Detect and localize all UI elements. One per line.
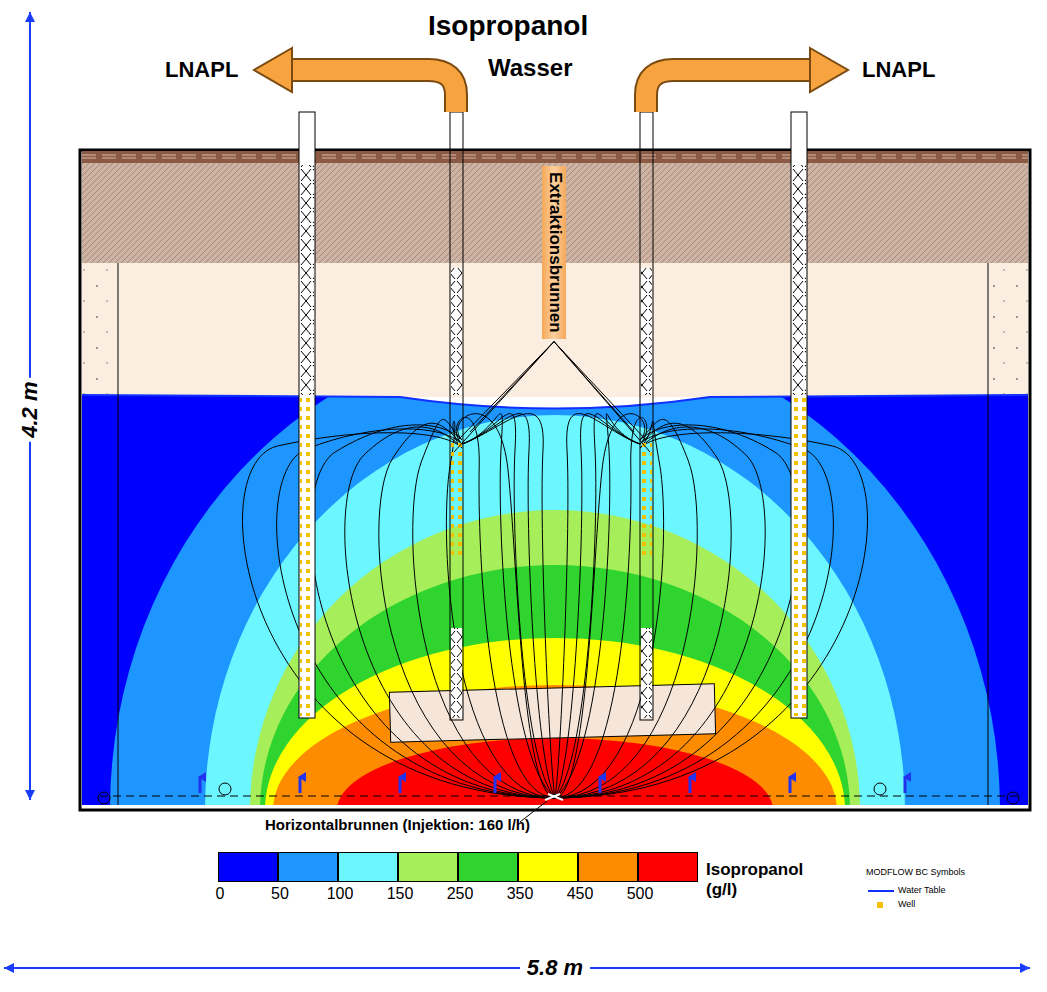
legend-text: Water Table [898,885,946,895]
colorbar-value: 250 [447,885,474,903]
clay-lens [389,684,715,742]
lnapl-well [299,112,315,718]
label: Horizontalbrunnen (Injektion: 160 l/h) [265,816,530,833]
colorbar-swatch [338,852,398,882]
label: Wasser [488,54,573,82]
colorbar-value: 350 [507,885,534,903]
colorbar-swatch [578,852,638,882]
leader-line [554,342,646,440]
label: Isopropanol [428,10,588,42]
extraction-well [640,112,653,720]
leader-line [454,342,554,452]
colorbar-value: 0 [216,885,225,903]
label: 4.2 m [17,378,42,442]
colorbar-swatch [638,852,698,882]
well-sample [877,902,883,908]
label: LNAPL [862,57,935,82]
label: 5.8 m [523,955,587,980]
colorbar-value: 100 [327,885,354,903]
well-label-box: Extraktionsbrunnen [542,166,567,339]
leader-line [554,342,650,452]
horizontal-well [98,783,1020,804]
top-layer [82,151,1028,163]
side-wall [118,263,119,805]
label: Isopropanol (g/l) [706,860,816,899]
colorbar-swatch [218,852,278,882]
inflow-arrows [200,777,905,793]
colorbar-swatch [398,852,458,882]
leader-line [458,342,554,440]
colorbar-value: 150 [387,885,414,903]
leader-line [470,342,554,432]
leader-line [554,342,634,432]
colorbar-value: 450 [567,885,594,903]
concentration-field [80,330,1032,992]
dimension-line [590,967,1030,969]
dimension-line [4,967,520,969]
label: LNAPL [165,57,238,82]
water-table [82,395,1028,409]
legend-text: Well [898,899,915,909]
extraction-well [450,112,463,720]
colorbar-value: 500 [627,885,654,903]
dimension-line [29,420,31,800]
label: MODFLOW BC Symbols [866,867,965,877]
colorbar-value: 50 [271,885,289,903]
side-wall [988,263,989,805]
outflow-arrow [254,48,456,112]
water-table-sample [868,890,894,892]
outflow-arrow [646,48,848,112]
colorbar-swatch [458,852,518,882]
top-stripes [82,155,1028,158]
dimension-line [29,12,31,400]
node-text: Extraktionsbrunnen [545,172,564,333]
streamlines [243,414,868,798]
lnapl-well [791,112,807,718]
colorbar-swatch [518,852,578,882]
colorbar-swatch [278,852,338,882]
